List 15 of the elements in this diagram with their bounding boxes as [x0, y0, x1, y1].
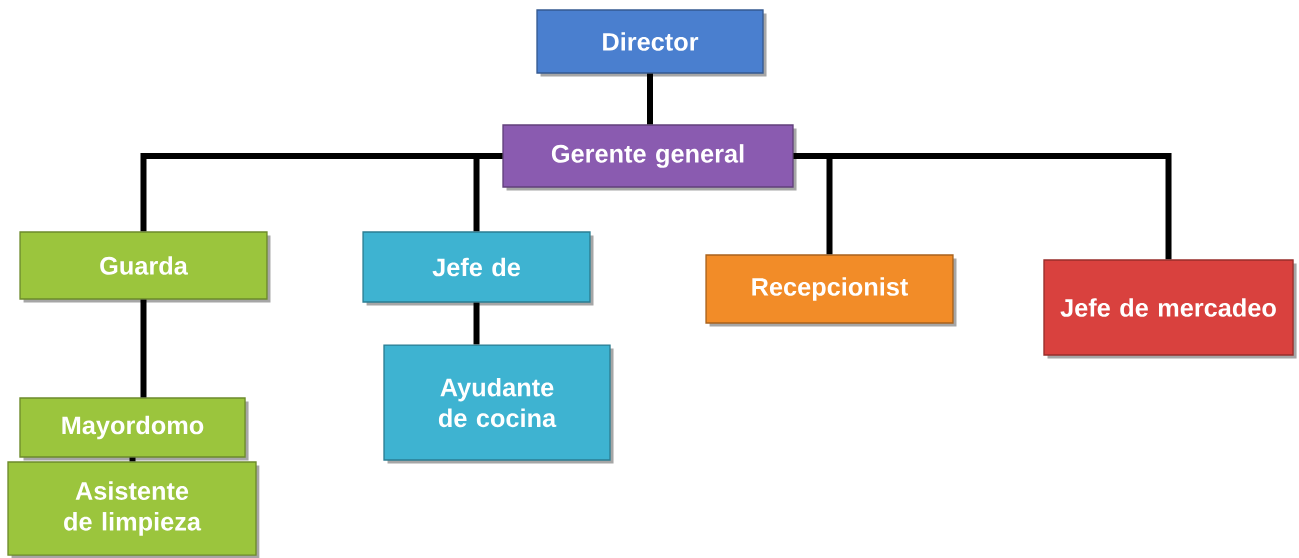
connector-line [793, 153, 1172, 260]
connector-line [140, 299, 147, 398]
org-box: Mayordomo [19, 397, 249, 461]
org-box: Guarda [19, 231, 271, 303]
org-box: Asistente de limpieza [7, 461, 260, 558]
connector-line [129, 457, 136, 462]
org-box: Jefe de mercadeo [1043, 259, 1297, 359]
connector-line [473, 302, 480, 345]
org-box: Ayudante de cocina [383, 344, 614, 464]
org-box: Gerente general [502, 124, 797, 191]
connector-line [473, 153, 503, 232]
org-box: Recepcionist [705, 254, 957, 327]
org-box: Director [536, 9, 767, 77]
connector-line [647, 73, 653, 125]
org-box: Jefe de [362, 231, 594, 306]
